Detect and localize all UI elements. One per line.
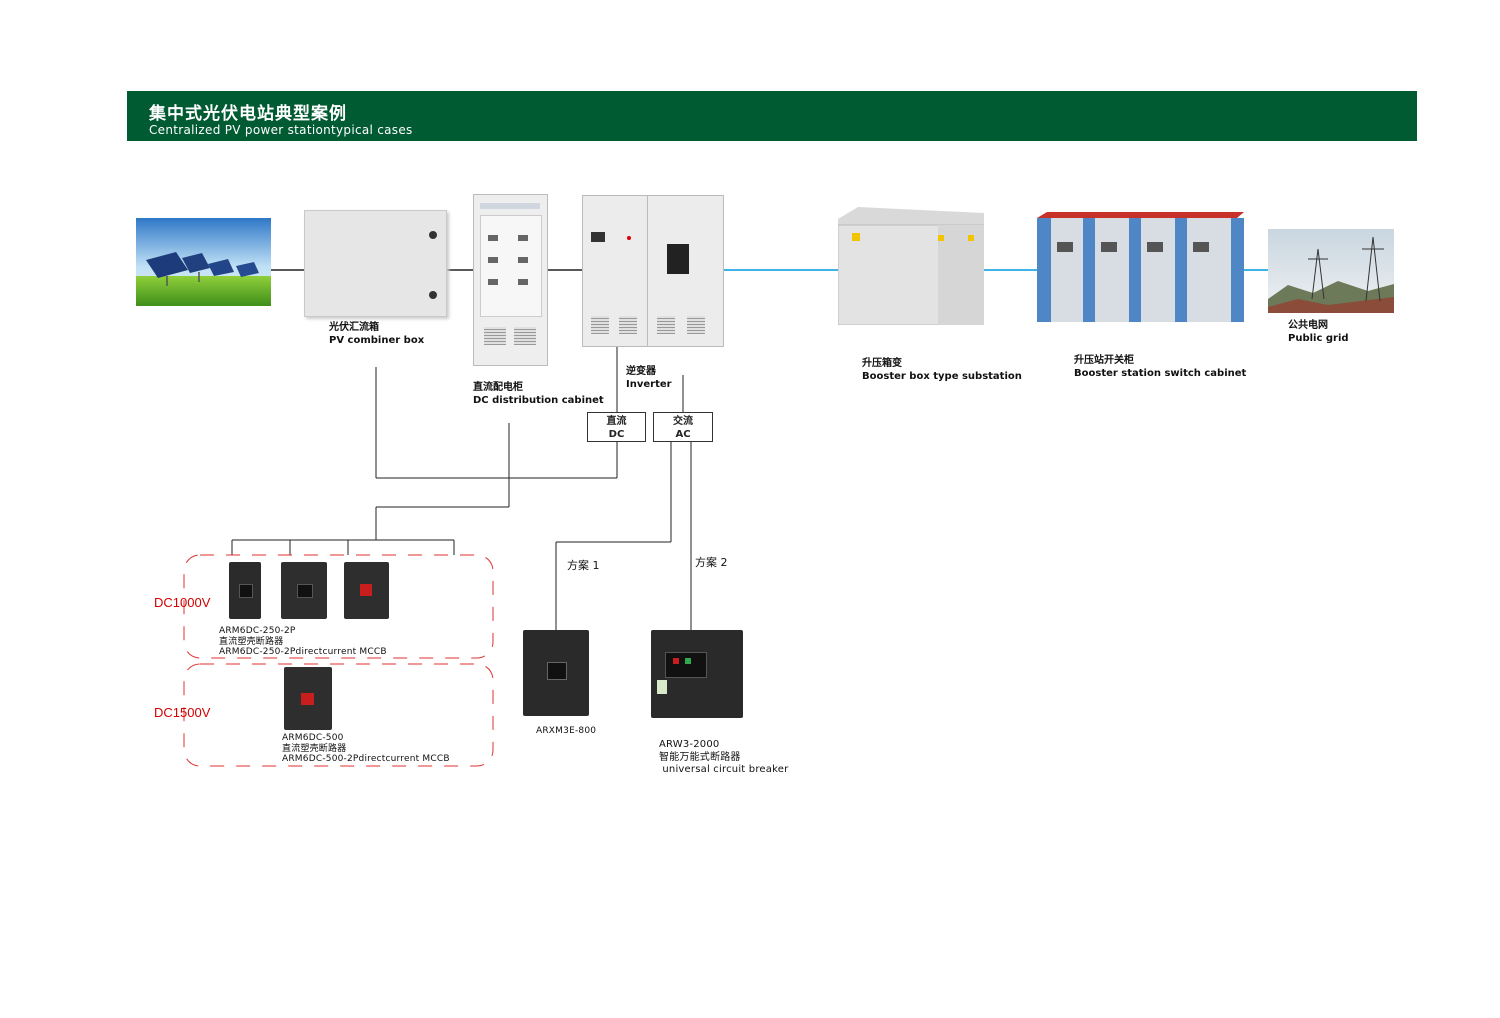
page-subtitle: Centralized PV power stationtypical case… [149,123,413,137]
lock-icon [429,231,437,239]
booster-box-substation-image [837,207,985,326]
mccb-500-caption: ARM6DC-500 直流塑壳断路器 ARM6DC-500-2Pdirectcu… [282,733,450,764]
arw3-caption: ARW3-2000 智能万能式断路器 universal circuit bre… [659,739,789,775]
arxm3e-800-image [523,630,589,716]
plan-1-label: 方案 1 [567,559,600,572]
mccb-250-2p-image-1 [229,562,261,619]
arxm3e-caption: ARXM3E-800 [536,726,597,736]
mccb-250-2p-image-2 [281,562,327,619]
grid-label: 公共电网 Public grid [1288,320,1349,344]
pv-combiner-label: 光伏汇流箱 PV combiner box [329,322,425,346]
switch-cabinet-label: 升压站开关柜 Booster station switch cabinet [1074,355,1247,379]
dc-distribution-cabinet-image [473,194,548,366]
dc1500-group-frame [183,663,494,767]
solar-panel-photo [136,218,271,306]
booster-switch-cabinet-image [1037,212,1244,322]
plan-2-label: 方案 2 [695,556,728,569]
inverter-ac-output-box: 交流 AC [653,412,713,442]
inverter-label: 逆变器 Inverter [626,366,672,390]
mccb-500-image [284,667,332,730]
dc1000-group-frame [183,554,494,659]
dc1500v-label: DC1500V [154,705,211,720]
mccb-250-2p-image-3 [344,562,389,619]
dc-cabinet-label: 直流配电柜 DC distribution cabinet [473,382,604,406]
lock-icon [429,291,437,299]
pv-combiner-box-image [304,210,447,317]
inverter-image [582,195,724,347]
dc1000v-label: DC1000V [154,595,211,610]
header-banner: 集中式光伏电站典型案例 Centralized PV power station… [127,91,1417,141]
arw3-2000-image [651,630,743,718]
mccb-250-caption: ARM6DC-250-2P 直流塑壳断路器 ARM6DC-250-2Pdirec… [219,626,387,657]
inverter-dc-output-box: 直流 DC [587,412,646,442]
booster-box-label: 升压箱变 Booster box type substation [862,358,1022,382]
public-grid-photo [1268,229,1394,313]
page-title: 集中式光伏电站典型案例 [149,104,347,124]
